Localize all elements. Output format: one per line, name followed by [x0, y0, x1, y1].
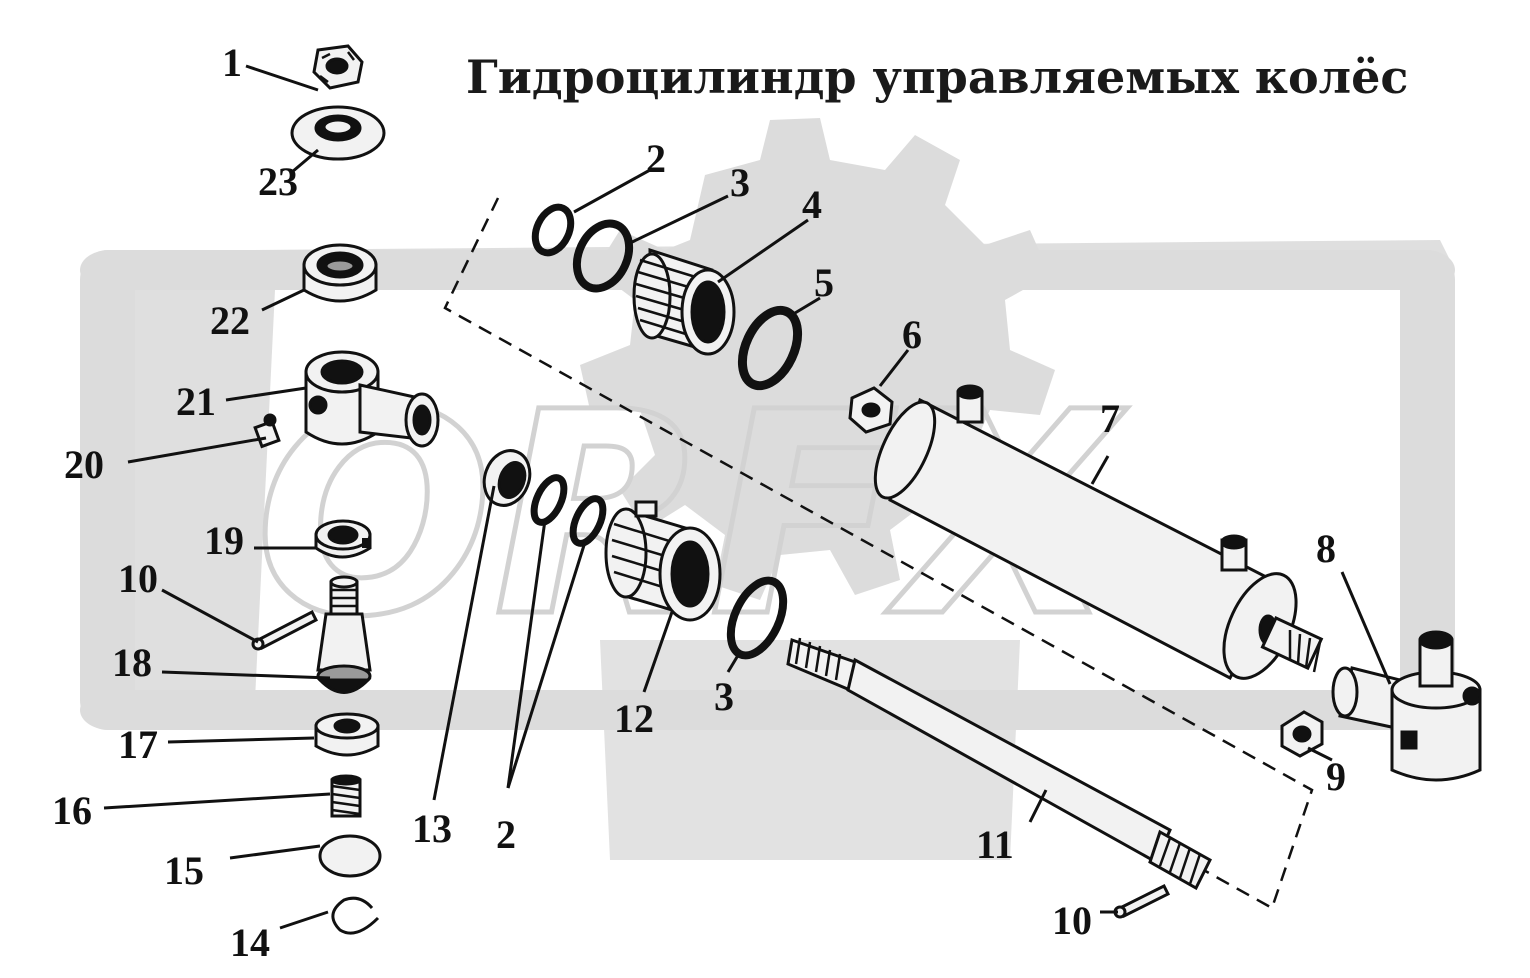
page-title: Гидроцилиндр управляемых колёс: [466, 50, 1408, 104]
part-tie-rod-end: [1331, 630, 1482, 782]
part-cylinder: [873, 384, 1324, 681]
callout-17: 17: [118, 722, 158, 767]
callout-16: 16: [52, 788, 92, 833]
callout-4: 4: [802, 182, 822, 227]
part-ball-pin: [316, 575, 372, 694]
callout-9: 9: [1326, 754, 1346, 799]
callout-5: 5: [814, 260, 834, 305]
part-washer-cap: [290, 105, 386, 161]
part-ring-5: [737, 305, 803, 391]
callout-2-upper: 2: [646, 136, 666, 181]
callout-3-lower: 3: [714, 674, 734, 719]
part-cotter-pin-a: [251, 609, 319, 651]
part-nut-6: [848, 386, 894, 434]
part-o-ring-lower-a: [530, 474, 568, 526]
part-slotted-nut: [314, 519, 372, 559]
callout-13: 13: [412, 806, 452, 851]
part-nut-9: [1280, 710, 1324, 758]
callout-14: 14: [230, 920, 270, 965]
part-tee-housing: [304, 350, 440, 448]
part-spring: [330, 774, 362, 818]
callout-12: 12: [614, 696, 654, 741]
part-plug-disc: [318, 834, 382, 878]
callout-6: 6: [902, 312, 922, 357]
callout-15: 15: [164, 848, 204, 893]
callout-1: 1: [222, 40, 242, 85]
callout-20: 20: [64, 442, 104, 487]
callout-10-left: 10: [118, 556, 158, 601]
callout-22: 22: [210, 298, 250, 343]
callout-21: 21: [176, 379, 216, 424]
part-castle-nut: [312, 44, 364, 90]
callout-8: 8: [1316, 526, 1336, 571]
part-bushing-13: [482, 449, 532, 507]
callout-18: 18: [112, 640, 152, 685]
leader-lines: [103, 64, 1392, 930]
callout-2-lower: 2: [496, 812, 516, 857]
callout-10-right: 10: [1052, 898, 1092, 943]
watermark: ORFX: [80, 118, 1455, 860]
part-gland-upper: [632, 247, 736, 356]
assembly-boundary-dashed: [443, 197, 1314, 910]
callout-11: 11: [976, 822, 1014, 867]
part-ring-upper: [572, 219, 634, 293]
part-o-ring-upper: [531, 203, 575, 257]
part-bushing: [302, 243, 378, 303]
callout-labels: 1 23 22 21 20 19 10 18 17 16 15 14 13 2 …: [52, 40, 1346, 965]
part-seat-ring: [314, 712, 380, 757]
callout-23: 23: [258, 159, 298, 204]
part-o-ring-lower-b: [569, 495, 607, 547]
part-piston: [604, 500, 722, 622]
callout-19: 19: [204, 518, 244, 563]
part-piston-rod: [786, 637, 1212, 891]
callout-7: 7: [1100, 396, 1120, 441]
part-cotter-pin-b: [1113, 883, 1171, 919]
part-snap-ring: [331, 896, 380, 935]
callout-3-upper: 3: [730, 160, 750, 205]
